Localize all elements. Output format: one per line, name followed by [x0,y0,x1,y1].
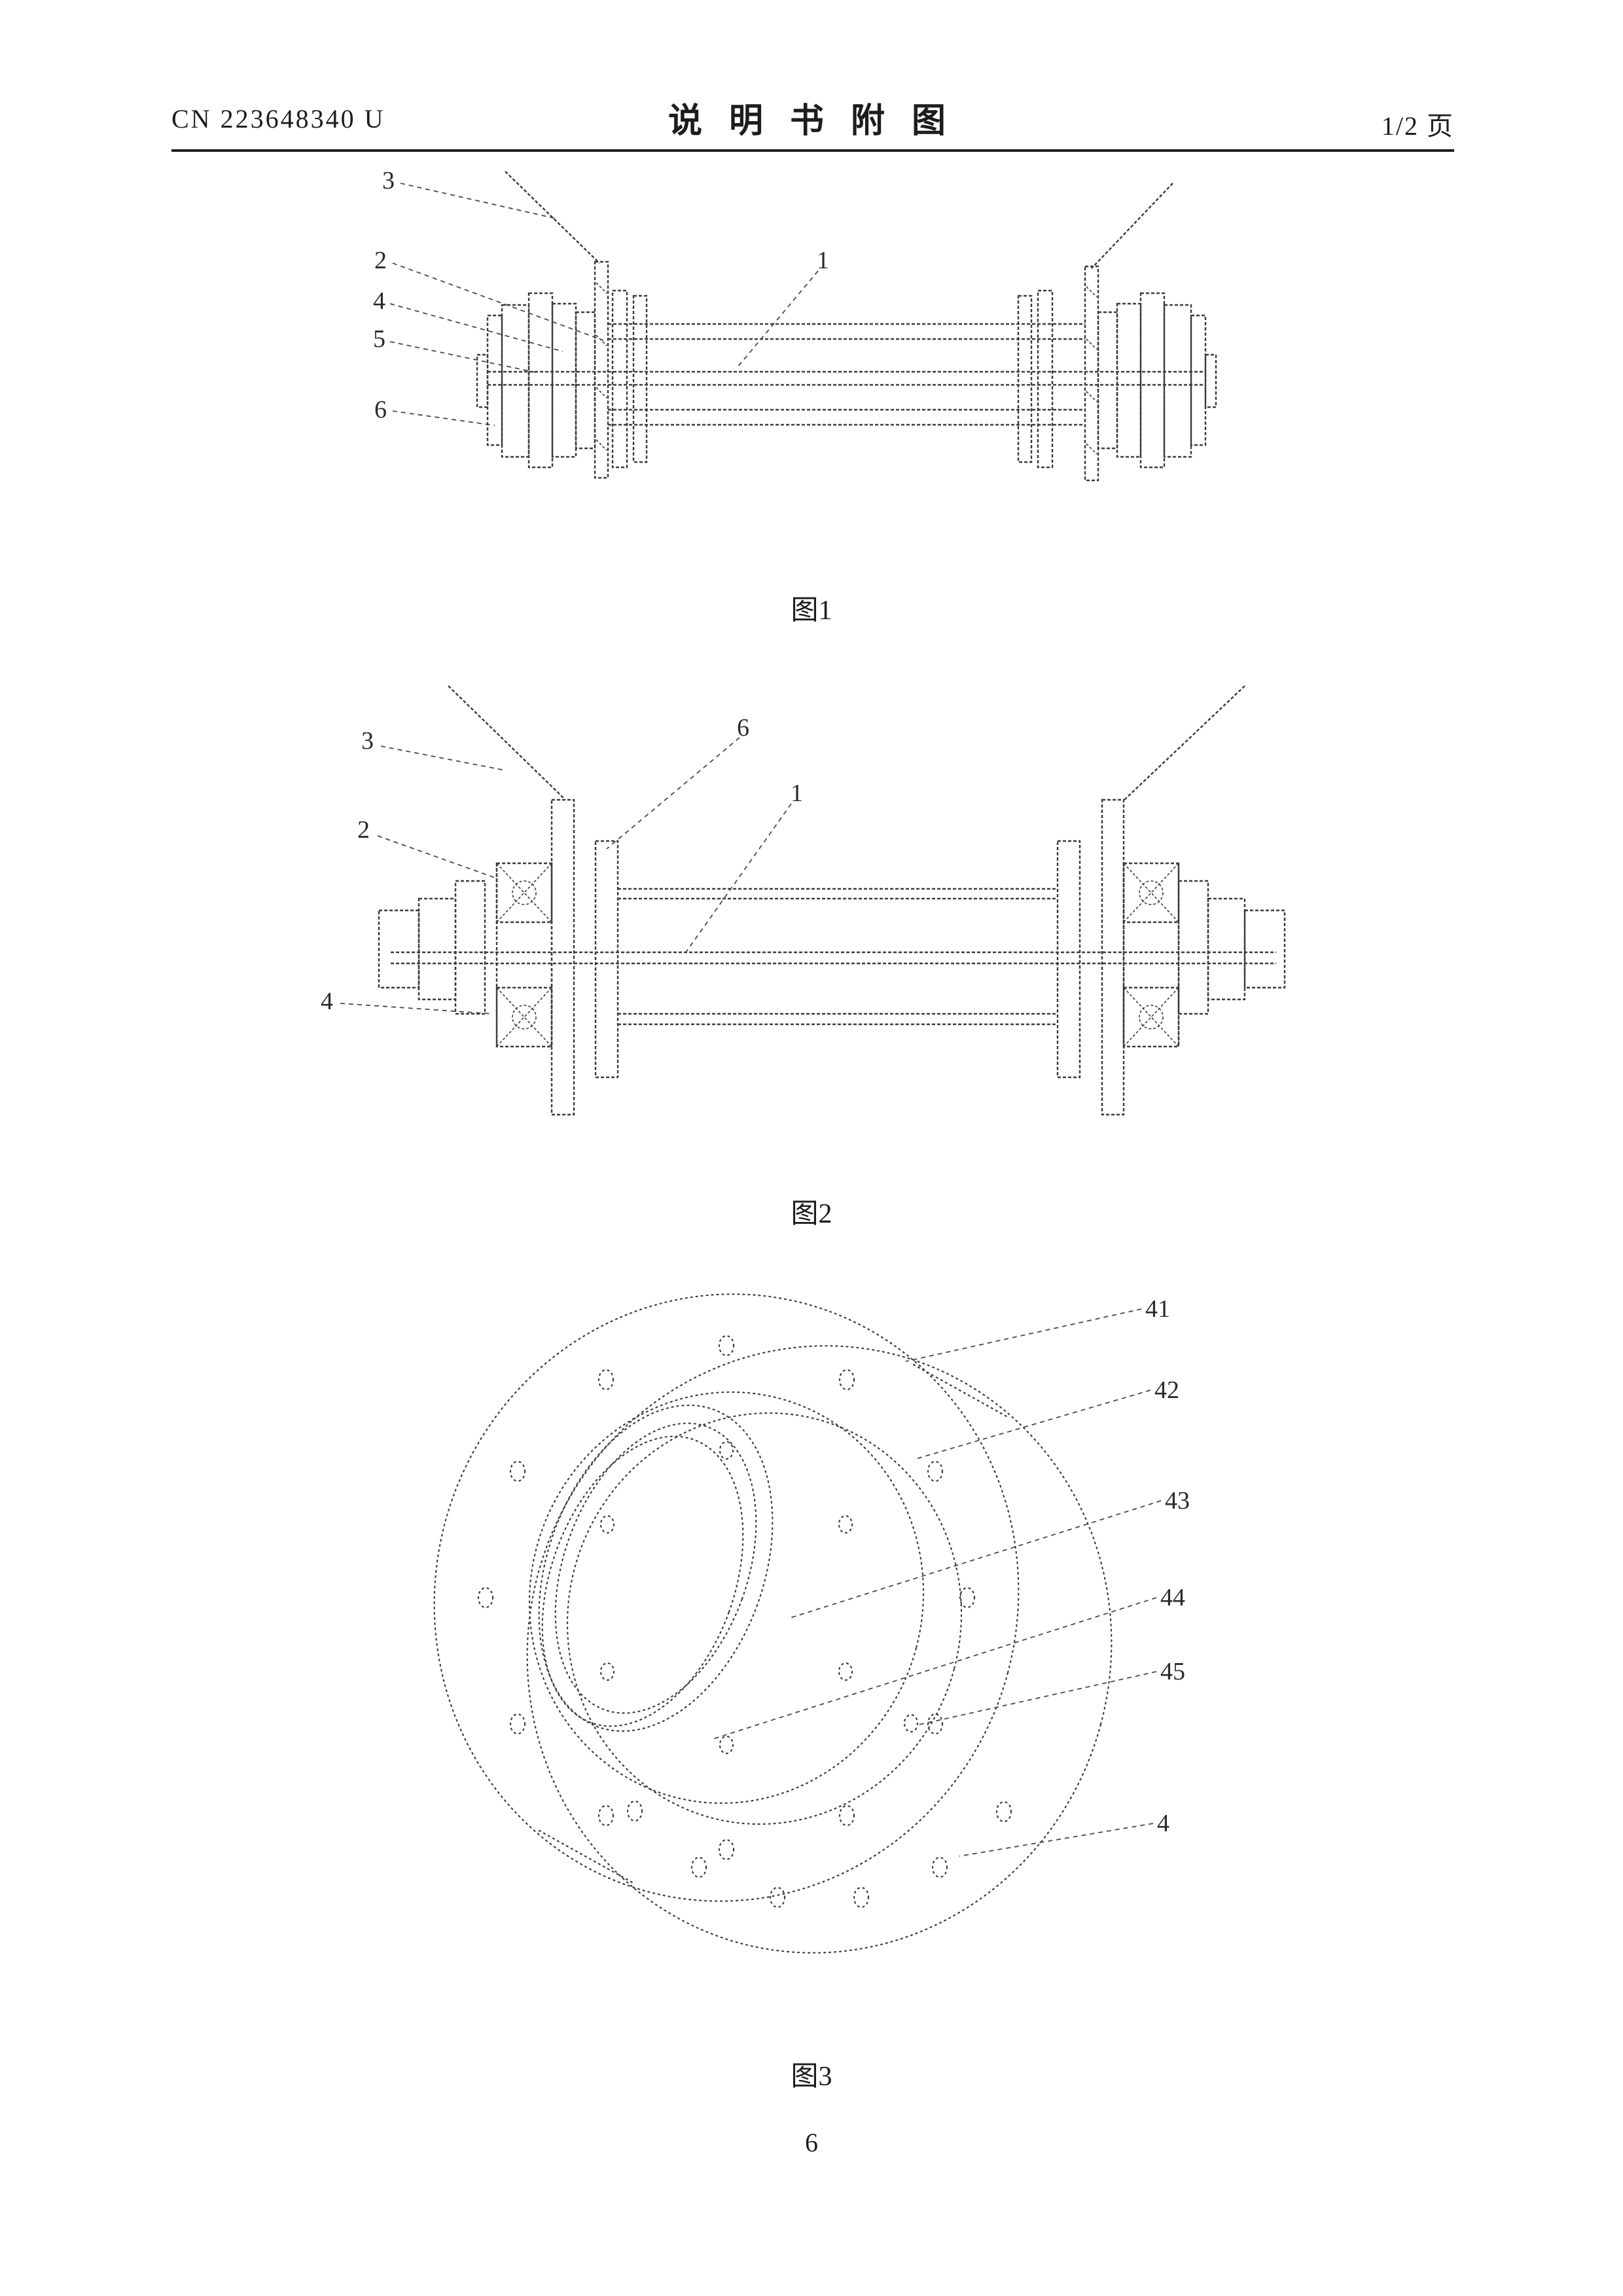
fig1-labels: 3 2 4 5 6 1 [373,167,829,423]
fig1-label-3: 3 [382,167,395,194]
fig1-right-fork-blade [1091,183,1173,269]
fig2-right-bearing-bottom [1122,986,1180,1048]
figure1-drawing: 3 2 4 5 6 1 [373,167,1217,482]
fig3-leader-lines [710,1308,1162,1857]
fig1-label-4: 4 [373,287,385,315]
fig2-left-bearing-top [495,862,553,924]
fig2-hub-section-assembly [378,685,1286,1116]
fig3-rear-outer-rim [526,1345,1113,1954]
fig2-right-dropout [1101,798,1125,1116]
fig2-left-fork-blade [448,685,565,799]
fig1-right-hub-flange [1037,289,1054,469]
fig1-hub-axle-assembly [476,171,1217,482]
fig2-label-1: 1 [791,780,803,807]
fig1-label-5: 5 [373,325,385,353]
fig2-label-6: 6 [737,714,749,742]
fig2-label-3: 3 [361,727,374,755]
page-indicator: 1/2 页 [1381,111,1454,141]
fig1-label-1: 1 [817,247,829,274]
fig3-label-45: 45 [1160,1658,1185,1685]
fig2-left-dropout [550,798,575,1116]
document-number: CN 223648340 U [171,104,385,134]
fig2-right-bearing-top [1122,862,1180,924]
fig1-left-dropout [594,260,609,479]
fig2-label-4: 4 [321,988,333,1015]
fig3-front-outer-rim [433,1293,1020,1902]
fig1-label-6: 6 [374,396,387,423]
fig3-label-42: 42 [1154,1376,1179,1404]
fig3-label-41: 41 [1145,1295,1170,1323]
fig2-label-2: 2 [357,816,370,844]
fig1-label-2: 2 [374,247,387,274]
fig3-label-44: 44 [1160,1584,1185,1611]
fig1-left-hub-flange [611,289,628,469]
header-rule [171,149,1454,152]
fig3-label-43: 43 [1165,1487,1190,1515]
fig3-labels: 41 42 43 44 45 4 [1145,1295,1190,1837]
fig3-flange-disc-perspective [433,1293,1113,1954]
fig3-label-4: 4 [1157,1810,1169,1837]
figure2-drawing: 3 6 1 2 4 [321,685,1286,1116]
fig3-hub-boss [538,1404,774,1732]
fig1-leader-lines [389,183,819,426]
fig2-labels: 3 6 1 2 4 [321,714,803,1015]
fig3-center-bore [554,1422,757,1714]
fig1-right-dropout [1084,265,1099,482]
fig2-right-fork-blade [1124,685,1245,800]
figure3-caption: 图3 [791,2062,832,2092]
fig2-leader-lines [340,737,792,1014]
fig2-left-bearing-bottom [495,986,553,1048]
figure2-caption: 图2 [791,1199,832,1229]
page-title: 说 明 书 附 图 [668,103,955,140]
page-number: 6 [805,2128,818,2157]
figure3-drawing: 41 42 43 44 45 4 [433,1293,1190,1954]
figure1-caption: 图1 [791,596,832,626]
